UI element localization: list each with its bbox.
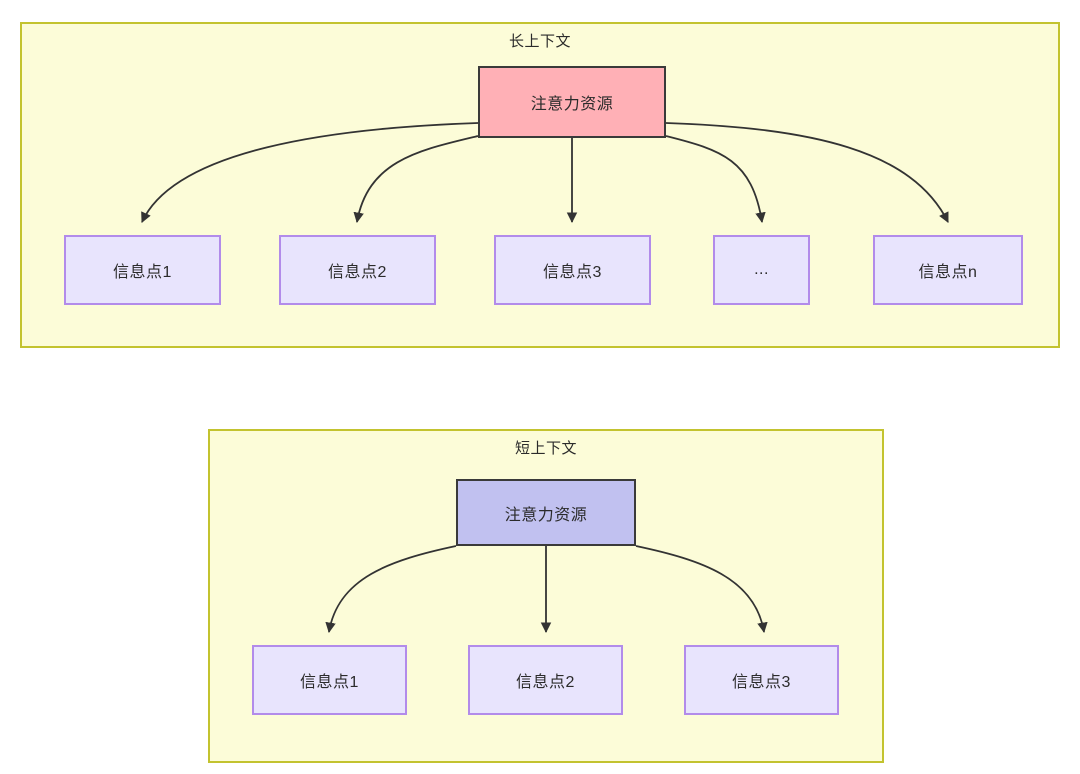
node-long-info-1[interactable]: 信息点1	[64, 235, 221, 305]
node-long-context-root-label: 注意力资源	[530, 96, 614, 113]
node-long-context-root[interactable]: 注意力资源	[478, 66, 666, 138]
node-long-info-n[interactable]: 信息点n	[873, 235, 1023, 305]
node-long-info-3[interactable]: 信息点3	[494, 235, 651, 305]
node-long-info-2[interactable]: 信息点2	[279, 235, 436, 305]
node-long-info-3-label: 信息点3	[543, 264, 602, 281]
node-short-info-3-label: 信息点3	[732, 674, 791, 691]
node-short-info-1[interactable]: 信息点1	[252, 645, 407, 715]
node-short-info-2-label: 信息点2	[516, 674, 575, 691]
node-long-info-2-label: 信息点2	[328, 264, 387, 281]
group-short-context-title: 短上下文	[514, 440, 577, 457]
node-short-info-2[interactable]: 信息点2	[468, 645, 623, 715]
node-long-info-ellipsis[interactable]: ...	[713, 235, 810, 305]
node-long-info-n-label: 信息点n	[918, 264, 978, 281]
node-short-info-3[interactable]: 信息点3	[684, 645, 839, 715]
node-long-info-1-label: 信息点1	[113, 264, 172, 281]
node-short-context-root[interactable]: 注意力资源	[456, 479, 636, 546]
node-short-info-1-label: 信息点1	[300, 674, 359, 691]
node-short-context-root-label: 注意力资源	[504, 506, 588, 524]
group-long-context-title: 长上下文	[508, 33, 571, 50]
node-long-info-ellipsis-label: ...	[754, 261, 769, 278]
